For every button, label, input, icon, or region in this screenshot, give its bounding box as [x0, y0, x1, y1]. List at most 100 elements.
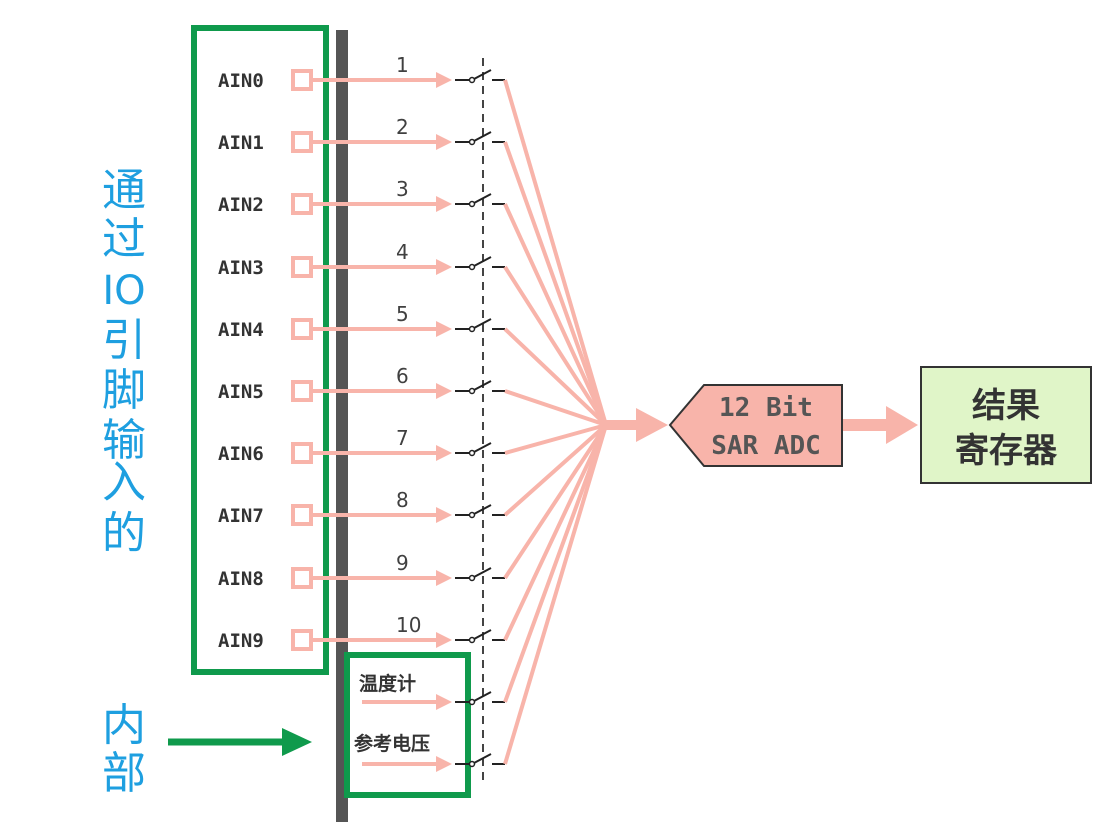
pin-pad-icon	[291, 318, 313, 340]
pin-label: AIN9	[218, 630, 264, 652]
pin-pad-icon	[291, 442, 313, 464]
adc-label-line1: 12 Bit	[719, 393, 813, 423]
pin-pad-icon	[291, 193, 313, 215]
switch-pivot	[468, 760, 476, 768]
channel-number: 10	[396, 613, 421, 637]
pin-label: AIN7	[218, 505, 264, 527]
fan-line-2	[503, 203, 608, 426]
fan-line-7	[503, 423, 608, 517]
fan-line-0	[503, 79, 608, 426]
channel-number: 3	[396, 177, 409, 201]
internal-label: 内部	[102, 700, 146, 799]
switch-pivot	[468, 449, 476, 457]
result-register-block	[920, 366, 1092, 484]
pin-pad-icon	[291, 69, 313, 91]
pin-pad-icon	[291, 131, 313, 153]
internal-pointer-arrowhead	[282, 728, 312, 756]
channel-row: AIN6 7	[218, 426, 505, 465]
result-label-line1: 结果	[972, 386, 1040, 426]
switch-blade	[473, 256, 492, 267]
switch-blade	[473, 691, 492, 702]
channel-row: AIN2 3	[218, 177, 505, 216]
channel-arrowhead	[436, 445, 452, 461]
switch-blade	[473, 131, 492, 142]
channel-row: AIN1 2	[218, 115, 505, 154]
pin-pad-icon	[291, 504, 313, 526]
pin-label: AIN5	[218, 381, 264, 403]
internal-channel-frame	[344, 652, 471, 798]
pin-pad-icon	[291, 256, 313, 278]
switch-blade	[473, 504, 492, 515]
pin-label: AIN4	[218, 319, 264, 341]
pin-label: AIN1	[218, 132, 264, 154]
fan-line-4	[503, 327, 608, 427]
channel-row: AIN9 10	[218, 613, 505, 652]
pin-pad-icon	[291, 629, 313, 651]
switch-pivot	[468, 263, 476, 271]
internal-channel-label: 温度计	[359, 672, 416, 695]
channel-number: 5	[396, 302, 409, 326]
switch-blade	[473, 318, 492, 329]
fan-line-10	[503, 424, 608, 703]
switch-pivot	[468, 76, 476, 84]
internal-channel-row: 参考电压	[354, 732, 505, 772]
pin-pad-icon	[291, 380, 313, 402]
internal-channel-arrowhead	[436, 756, 452, 772]
switch-blade	[473, 193, 492, 204]
pin-label: AIN3	[218, 257, 264, 279]
channel-number: 7	[396, 426, 409, 450]
channel-number: 2	[396, 115, 409, 139]
vertical-label-text: 内部	[102, 700, 146, 799]
switch-pivot	[468, 138, 476, 146]
channel-number: 6	[396, 364, 409, 388]
channel-number: 8	[396, 488, 409, 512]
channel-arrowhead	[436, 507, 452, 523]
pin-label: AIN0	[218, 70, 264, 92]
channel-arrowhead	[436, 259, 452, 275]
pin-label: AIN2	[218, 194, 264, 216]
switch-pivot	[468, 574, 476, 582]
result-label-line2: 寄存器	[955, 431, 1058, 471]
pin-pad-icon	[291, 567, 313, 589]
switch-blade	[473, 69, 492, 80]
fan-line-5	[504, 389, 607, 427]
switch-blade	[473, 567, 492, 578]
internal-channel-arrowhead	[436, 694, 452, 710]
internal-channel-label: 参考电压	[354, 732, 430, 755]
switch-pivot	[468, 200, 476, 208]
switch-pivot	[468, 511, 476, 519]
fan-line-1	[503, 141, 608, 426]
fan-line-11	[503, 424, 608, 765]
switch-blade	[473, 753, 492, 764]
switch-pivot	[468, 325, 476, 333]
channel-arrowhead	[436, 383, 452, 399]
channel-row: AIN7 8	[218, 488, 505, 527]
switch-pivot	[468, 387, 476, 395]
channel-arrowhead	[436, 321, 452, 337]
fan-line-9	[503, 424, 608, 641]
fan-line-8	[503, 423, 608, 580]
channel-row: AIN4 5	[218, 302, 505, 341]
switch-blade	[473, 380, 492, 391]
pin-label: AIN6	[218, 443, 264, 465]
io-pin-frame	[191, 25, 329, 675]
adc-label-line2: SAR ADC	[711, 431, 821, 461]
internal-channel-row: 温度计	[359, 672, 505, 710]
switch-pivot	[468, 636, 476, 644]
channel-number: 4	[396, 240, 409, 264]
adc-block	[668, 384, 843, 467]
fan-in-lines	[503, 79, 608, 765]
fan-line-6	[504, 423, 607, 455]
switch-blade	[473, 629, 492, 640]
fan-line-3	[503, 265, 608, 427]
mux-to-adc-arrowhead	[636, 408, 668, 442]
bus-bar	[336, 30, 348, 822]
channel-arrowhead	[436, 570, 452, 586]
